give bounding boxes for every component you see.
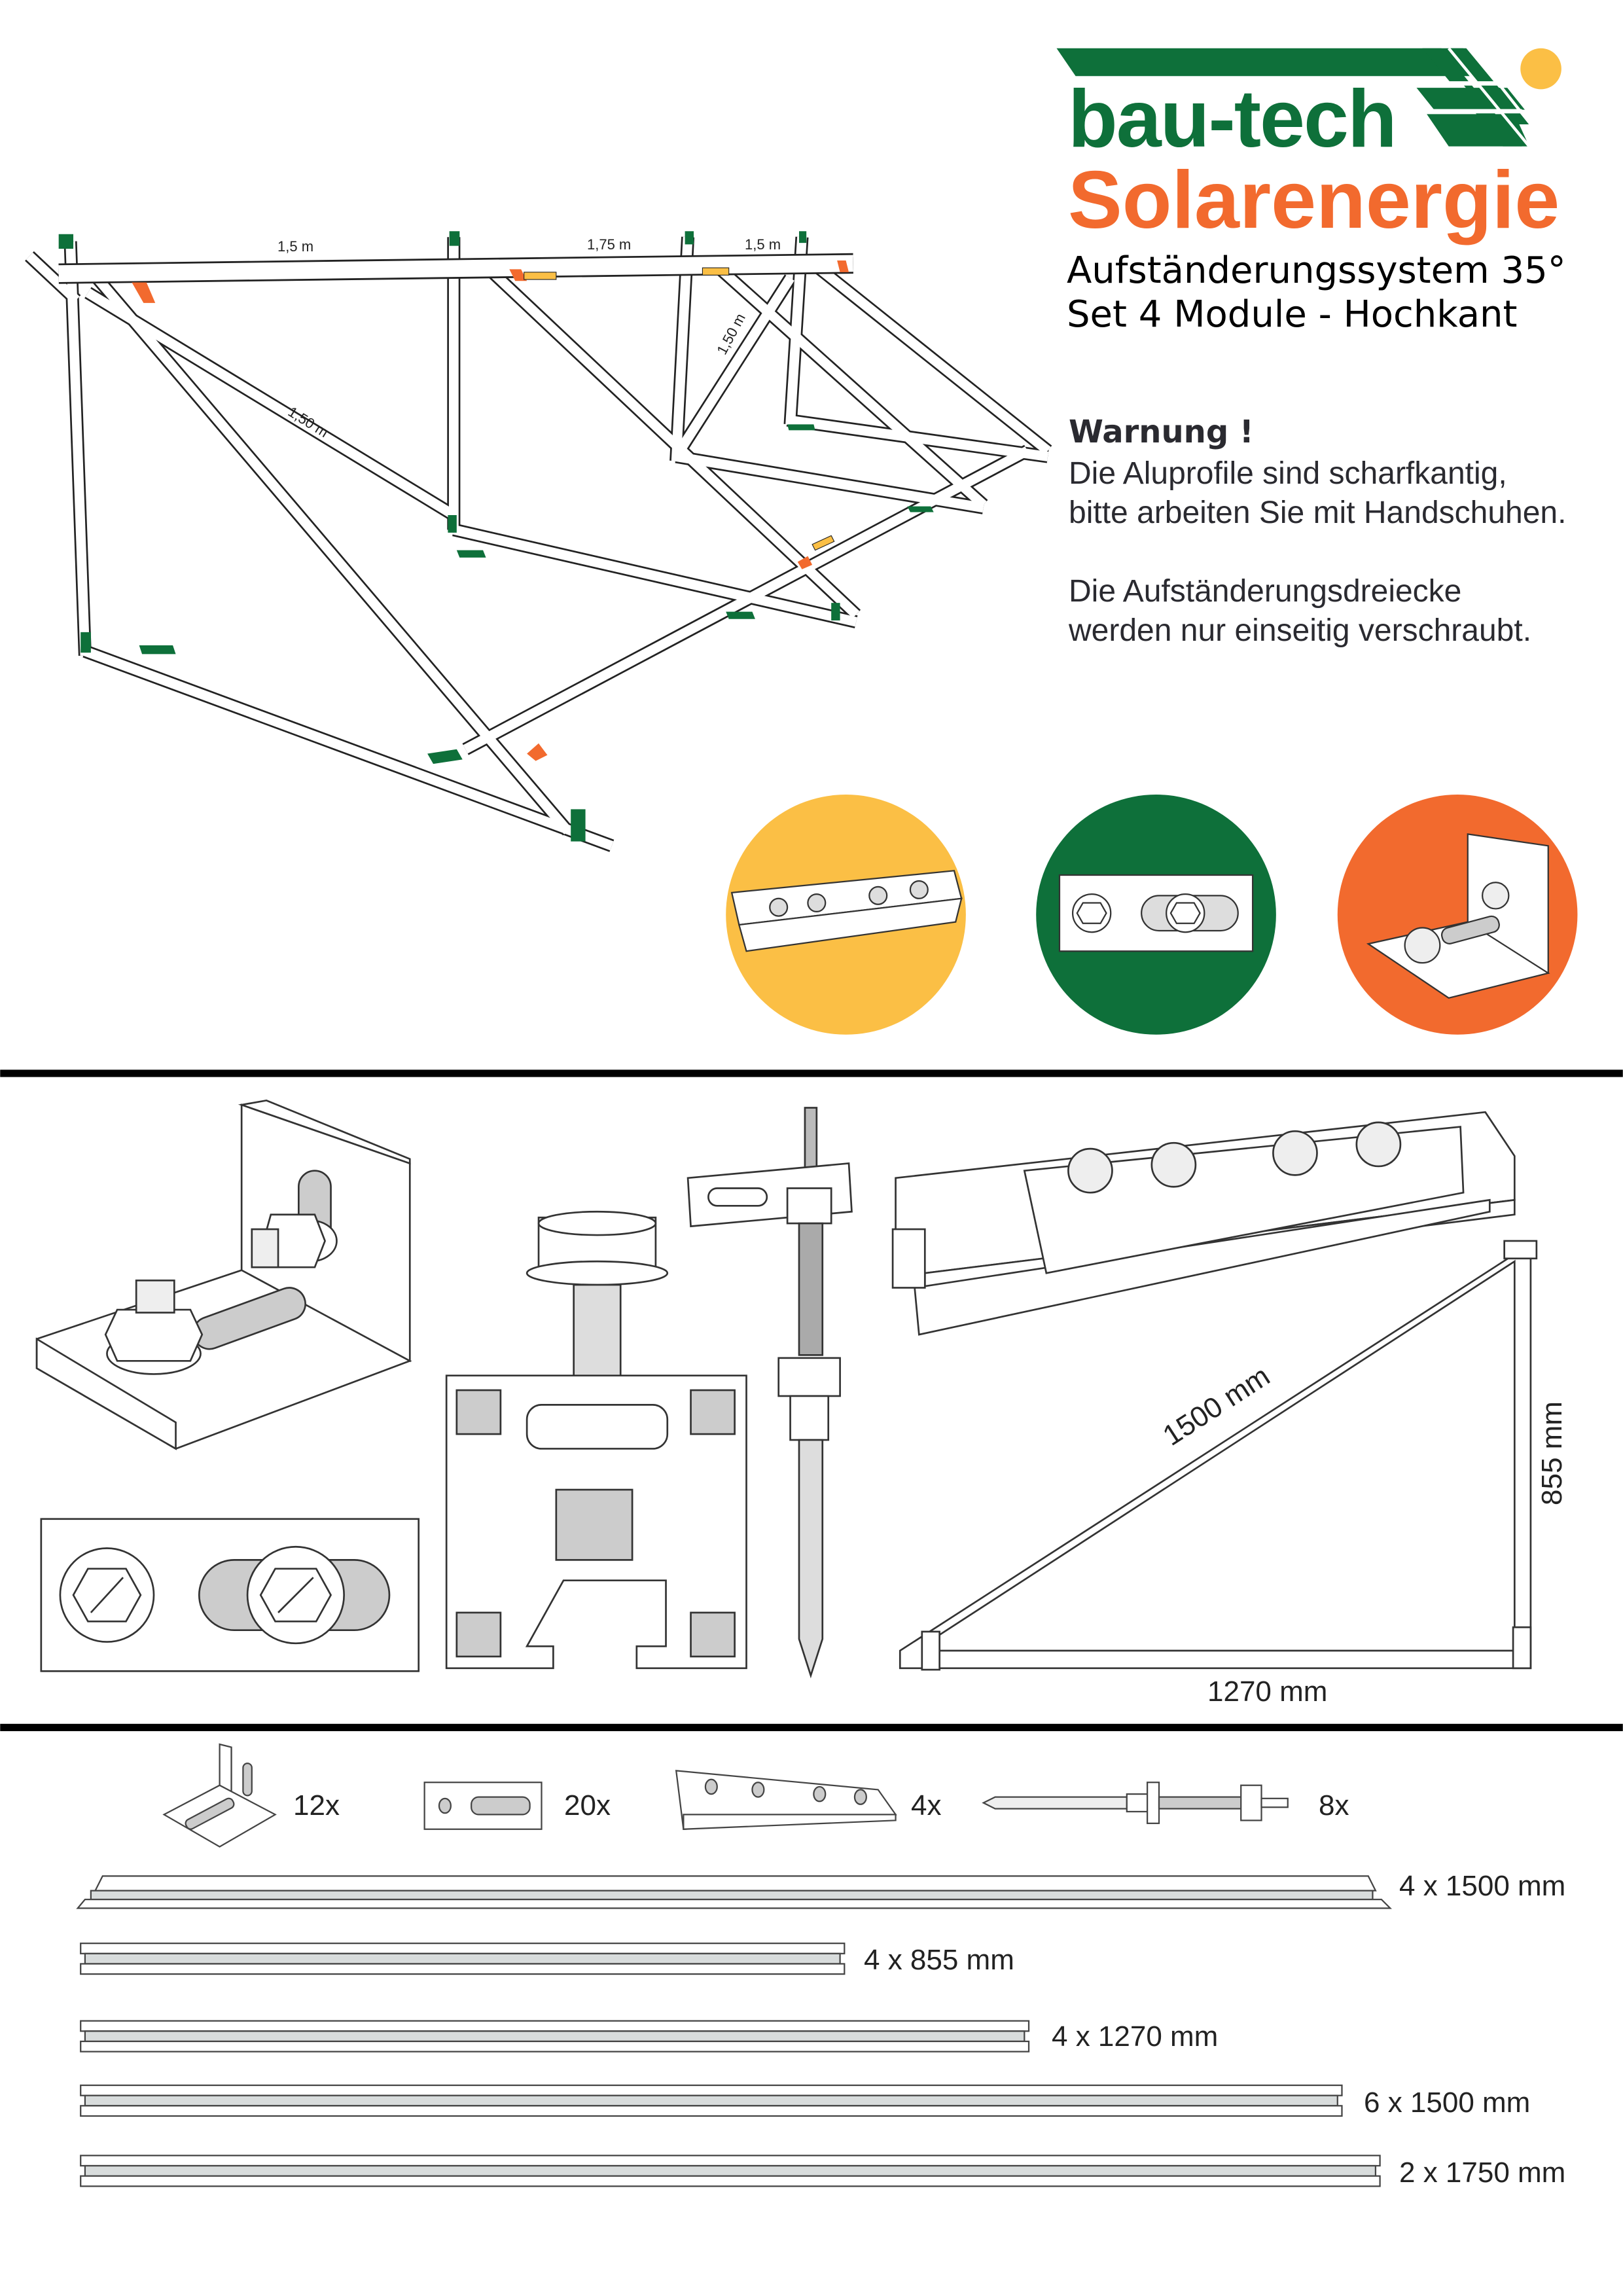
title-line-2: Set 4 Module - Hochkant [1067,293,1518,336]
detail-circle-slot-plate [1036,795,1276,1035]
rail-connector-detail [891,1111,1516,1336]
dim-base: 1270 mm [1207,1676,1328,1708]
profile-label: 4 x 1270 mm [1052,2020,1219,2053]
profile-label: 4 x 855 mm [864,1944,1014,1976]
part-icon-slot-plate [423,1782,543,1830]
part-icon-connector-angle [675,1770,897,1830]
dim-height: 855 mm [1536,1401,1568,1505]
profile-label: 2 x 1750 mm [1399,2157,1566,2189]
warning-line: Die Aufständerungsdreiecke [1069,574,1462,609]
detail-circle-connector [726,795,966,1035]
part-count-hanger-bolt: 8x [1319,1789,1349,1821]
profile-bar-1270 [80,2020,1030,2053]
divider [0,1069,1623,1077]
warning-line: werden nur einseitig verschraubt. [1069,613,1532,648]
span-label-3: 1,5 m [745,236,781,253]
brand-name-bottom: Solarenergie [1068,155,1560,245]
divider [0,1723,1623,1731]
profile-bar-1500-a [76,1875,1392,1909]
warning-line: bitte arbeiten Sie mit Handschuhen. [1069,495,1567,530]
profile-bar-855 [80,1943,846,1975]
part-count-angle-bracket: 12x [293,1789,340,1821]
part-count-slot-plate: 20x [564,1789,611,1821]
frame-assembly-drawing [25,231,1052,852]
triangle-frame-detail [899,1240,1538,1671]
warning-line: Die Aluprofile sind scharfkantig, [1069,456,1507,491]
title-line-1: Aufständerungssystem 35° [1067,249,1566,292]
detail-circle-angle-bracket [1337,795,1578,1035]
part-icon-angle-bracket [162,1743,277,1848]
angle-bracket-detail [35,1099,412,1450]
brand-name-top: bau-tech [1068,74,1397,164]
warning-heading: Warnung ! [1069,414,1254,450]
logo-mark [1056,47,1561,148]
profile-label: 4 x 1500 mm [1399,1870,1566,1902]
span-label-2: 1,75 m [587,236,632,253]
sun-icon [1520,48,1561,90]
part-count-connector: 4x [911,1789,942,1821]
hanger-bolt-detail [687,1107,853,1679]
profile-bar-1500-b [80,2084,1343,2117]
profile-label: 6 x 1500 mm [1364,2087,1531,2119]
profile-cross-section [445,1210,747,1670]
slot-plate-detail [40,1518,420,1672]
part-icon-hanger-bolt [982,1782,1289,1824]
span-label-1: 1,5 m [277,238,314,255]
profile-bar-1750 [80,2155,1381,2187]
